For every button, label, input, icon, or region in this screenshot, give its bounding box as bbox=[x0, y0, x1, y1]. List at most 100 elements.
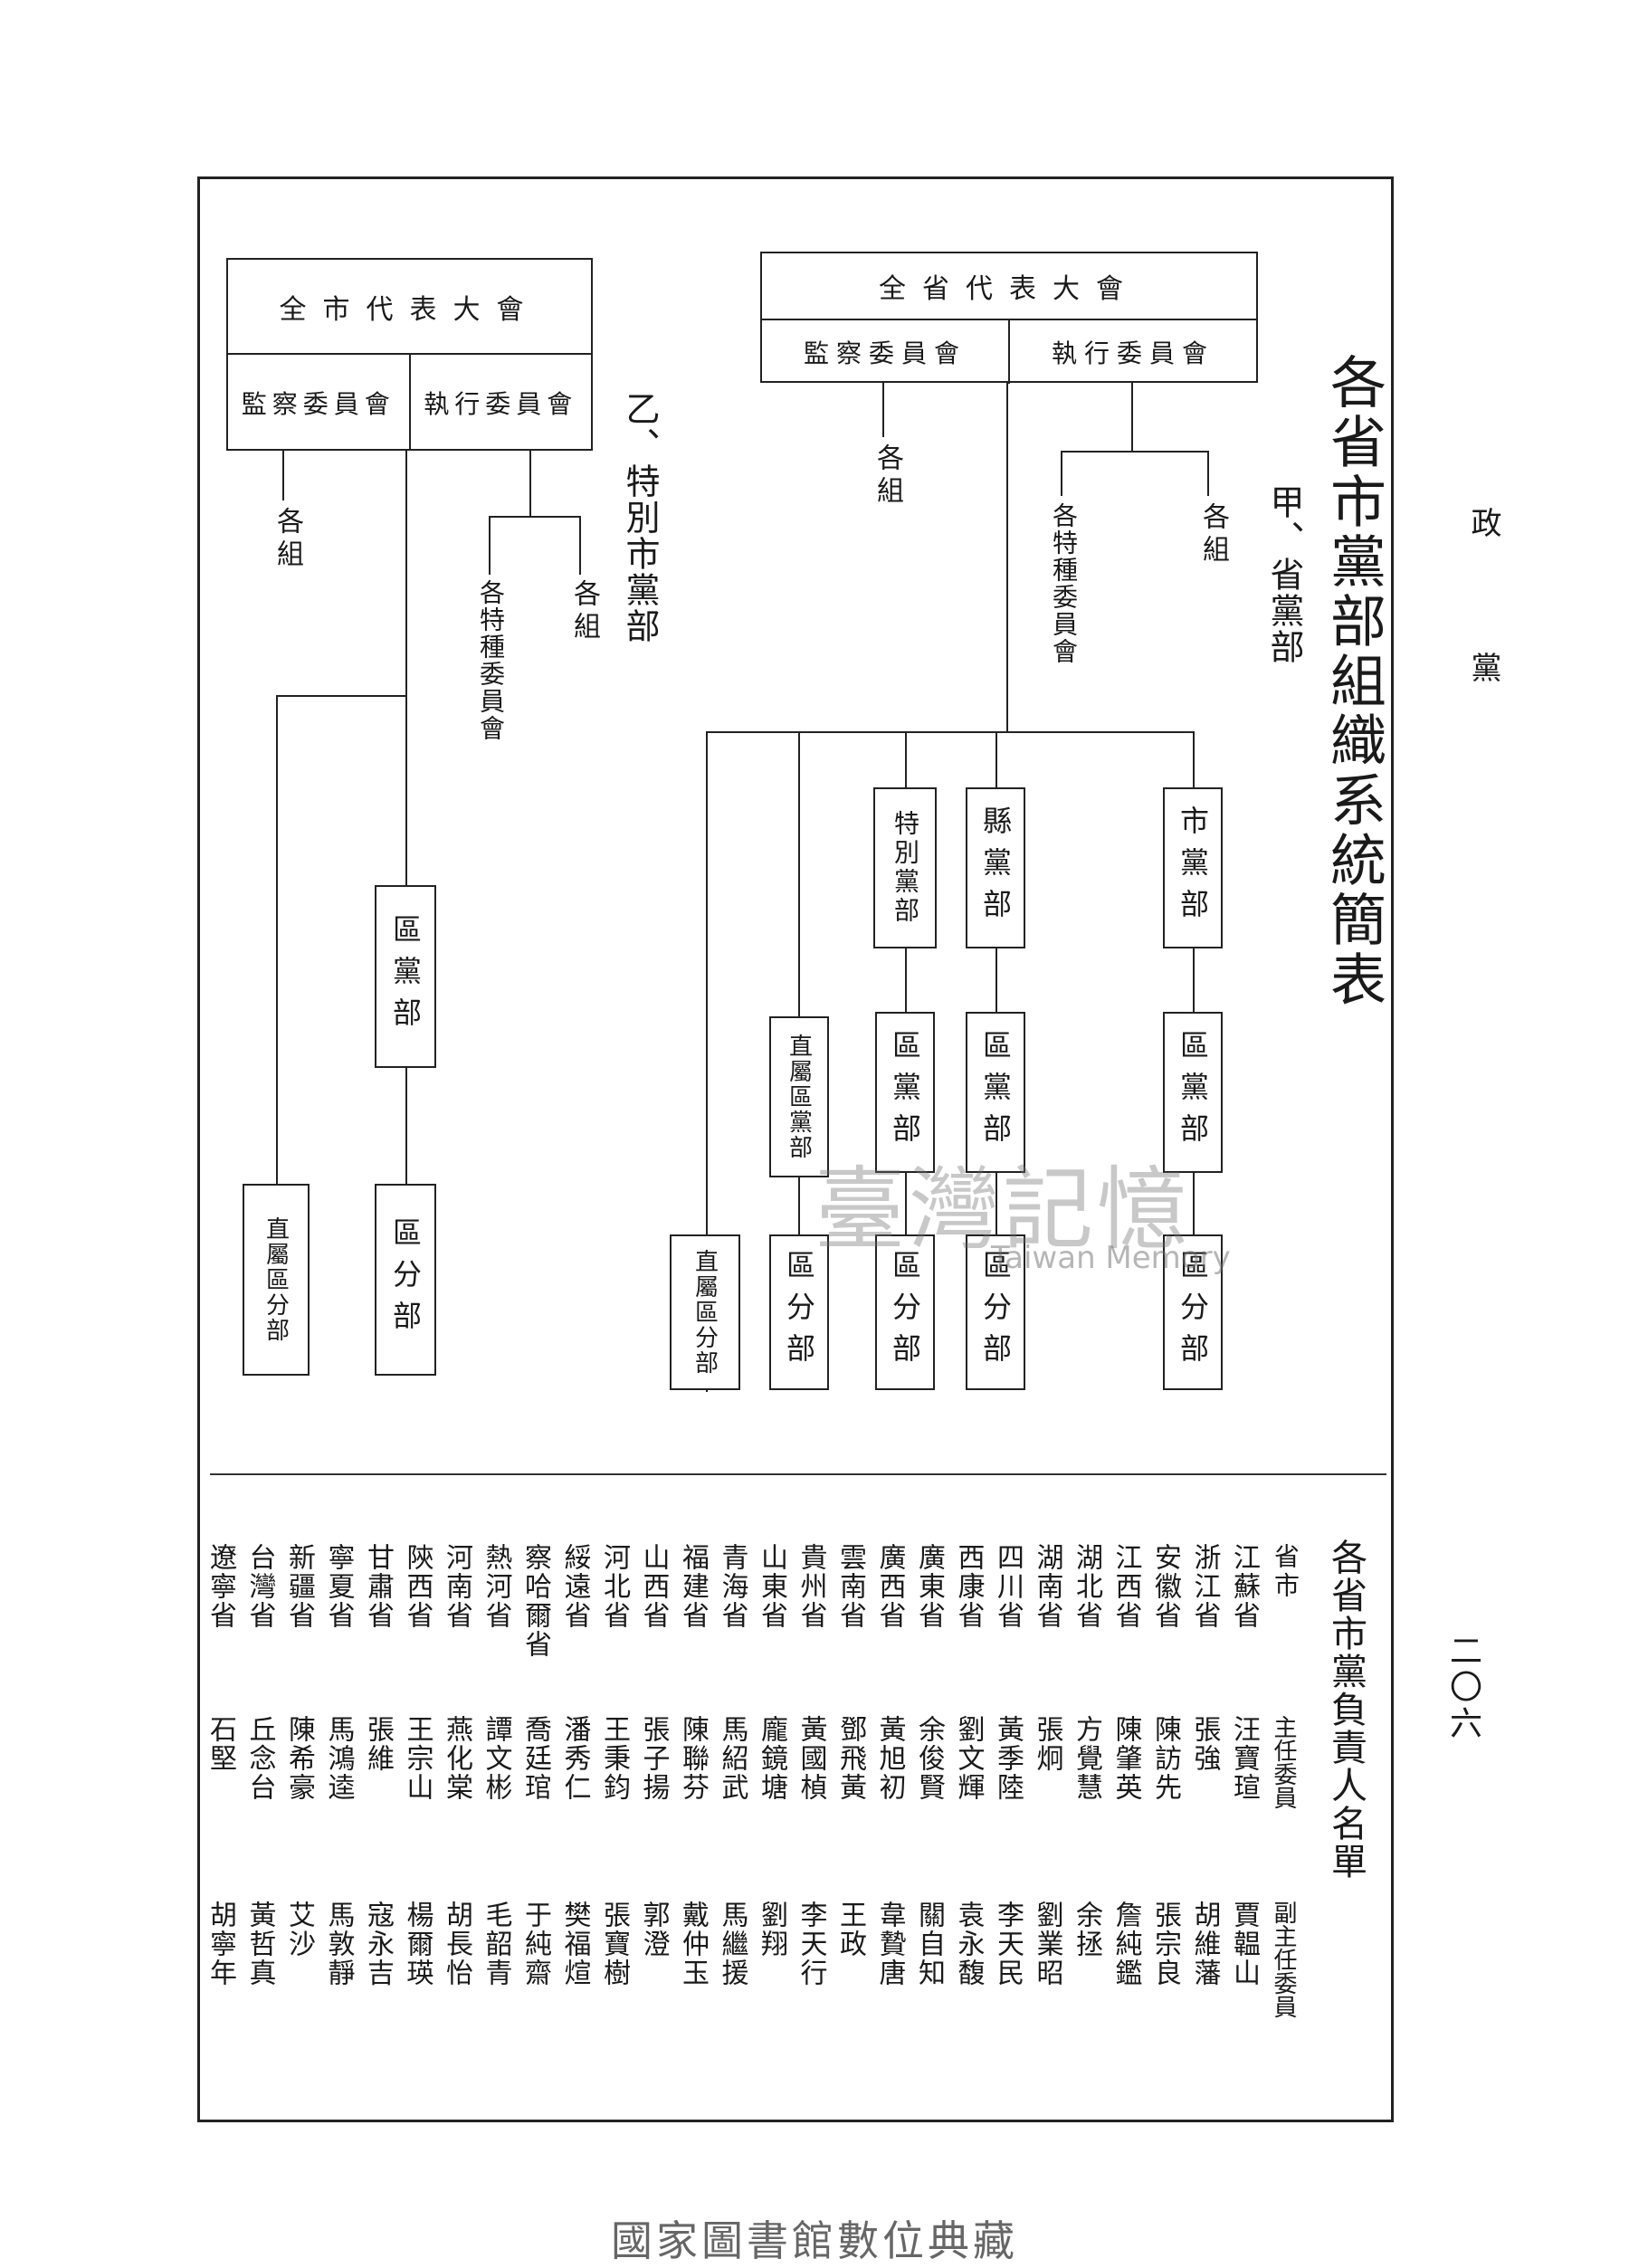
roster-region: 察哈爾省 bbox=[519, 1543, 551, 1659]
roster-vice: 寇永吉 bbox=[362, 1901, 394, 1987]
roster-vice: 馬敦靜 bbox=[322, 1901, 355, 1987]
roster-region: 貴州省 bbox=[795, 1543, 827, 1630]
roster-region: 台灣省 bbox=[243, 1543, 276, 1630]
section-a-title: 甲、省黨部 bbox=[1264, 484, 1304, 665]
roster-vice: 馬繼援 bbox=[716, 1901, 748, 1987]
roster-region: 新疆省 bbox=[283, 1543, 315, 1630]
roster-vice: 劉業昭 bbox=[1031, 1901, 1063, 1987]
province-congress: 全省代表大會 bbox=[762, 253, 1256, 320]
roster-region: 寧夏省 bbox=[322, 1543, 355, 1630]
roster-vice: 胡維藩 bbox=[1188, 1901, 1221, 1987]
roster-chair: 陳肇英 bbox=[1110, 1715, 1142, 1802]
city-district-box: 區黨部 bbox=[1163, 1012, 1223, 1173]
roster-chair: 王秉鈞 bbox=[598, 1715, 630, 1802]
roster-chair: 劉文輝 bbox=[952, 1715, 985, 1802]
roster-vice: 詹純鑑 bbox=[1110, 1901, 1142, 1987]
roster-chair: 石堅 bbox=[205, 1715, 236, 1773]
city-b-sub-label: 區分部 bbox=[388, 1217, 423, 1342]
province-exec-groups: 各組 bbox=[1197, 502, 1229, 567]
page-number: 二〇六 bbox=[1444, 1634, 1481, 1742]
roster-vice: 胡寧年 bbox=[205, 1901, 236, 1987]
roster-region: 甘肅省 bbox=[362, 1543, 394, 1630]
province-supervisory-committee: 監察委員會 bbox=[762, 320, 1010, 384]
city-sub-box: 區分部 bbox=[1163, 1234, 1223, 1390]
footer-caption: 國家圖書館數位典藏 bbox=[611, 2216, 1018, 2265]
roster-chair: 喬廷琯 bbox=[519, 1715, 551, 1802]
direct-sub-box: 直屬區分部 bbox=[670, 1234, 740, 1390]
roster-region: 江蘇省 bbox=[1228, 1543, 1260, 1630]
special-sub-box: 區分部 bbox=[875, 1234, 935, 1390]
special-district-box: 區黨部 bbox=[875, 1012, 935, 1173]
roster-region: 綏遠省 bbox=[558, 1543, 591, 1630]
roster-chair: 陳訪先 bbox=[1149, 1715, 1181, 1802]
roster-region: 廣西省 bbox=[873, 1543, 906, 1630]
roster-vice: 余拯 bbox=[1071, 1901, 1102, 1958]
header-chair: 主任委員 bbox=[1270, 1715, 1297, 1809]
roster-title: 各省市黨負責人名單 bbox=[1325, 1539, 1367, 1881]
roster-chair: 丘念台 bbox=[243, 1715, 276, 1802]
roster-vice: 關自知 bbox=[913, 1901, 945, 1987]
direct-district-sub-box: 區分部 bbox=[769, 1234, 829, 1390]
county-party-label: 縣黨部 bbox=[978, 805, 1013, 930]
roster-vice: 張宗良 bbox=[1149, 1901, 1181, 1987]
roster-region: 福建省 bbox=[677, 1543, 709, 1630]
special-district-label: 區黨部 bbox=[888, 1030, 922, 1155]
roster-region: 湖北省 bbox=[1071, 1543, 1102, 1630]
county-party-box: 縣黨部 bbox=[966, 787, 1025, 948]
roster-region: 廣東省 bbox=[913, 1543, 945, 1630]
roster-chair: 陳聯芬 bbox=[677, 1715, 709, 1802]
county-district-box: 區黨部 bbox=[966, 1012, 1025, 1173]
roster-region: 雲南省 bbox=[834, 1543, 866, 1630]
roster-vice: 胡長怡 bbox=[441, 1901, 472, 1987]
margin-top-char: 政 bbox=[1465, 507, 1501, 538]
roster-chair: 龐鏡塘 bbox=[756, 1715, 787, 1802]
roster-chair: 燕化棠 bbox=[441, 1715, 472, 1802]
header-region: 省市 bbox=[1271, 1543, 1300, 1601]
city-b-direct-sub-box: 直屬區分部 bbox=[243, 1184, 310, 1376]
roster-chair: 汪寶瑄 bbox=[1228, 1715, 1260, 1802]
special-party-label: 特別黨部 bbox=[891, 810, 920, 926]
roster-chair: 方覺慧 bbox=[1071, 1715, 1102, 1802]
roster-chair: 王宗山 bbox=[401, 1715, 433, 1802]
roster-vice: 楊爾瑛 bbox=[401, 1901, 433, 1987]
direct-district-sub-label: 區分部 bbox=[782, 1250, 816, 1375]
city-exec-groups: 各組 bbox=[568, 579, 600, 644]
city-b-district-label: 區黨部 bbox=[388, 914, 423, 1039]
roster-region: 江西省 bbox=[1110, 1543, 1142, 1630]
city-special-committees: 各特種委員會 bbox=[476, 579, 506, 742]
city-congress-box: 全市代表大會 監察委員會 執行委員會 bbox=[226, 258, 593, 451]
roster-vice: 王政 bbox=[834, 1901, 866, 1958]
roster-chair: 黃國楨 bbox=[795, 1715, 827, 1802]
watermark-english: Taiwan Memory bbox=[991, 1240, 1231, 1276]
county-sub-box: 區分部 bbox=[966, 1234, 1025, 1390]
roster-chair: 潘秀仁 bbox=[558, 1715, 591, 1802]
province-sup-groups: 各組 bbox=[872, 443, 903, 509]
roster-vice: 于純齋 bbox=[519, 1901, 551, 1987]
roster-chair: 張子揚 bbox=[637, 1715, 670, 1802]
roster-vice: 李天行 bbox=[795, 1901, 827, 1987]
city-b-direct-sub-label: 直屬區分部 bbox=[262, 1216, 290, 1343]
city-party-box: 市黨部 bbox=[1163, 787, 1223, 948]
roster-vice: 郭澄 bbox=[637, 1901, 670, 1958]
roster-chair: 余俊賢 bbox=[913, 1715, 945, 1802]
watermark-text: 臺灣記憶 bbox=[814, 1157, 1191, 1263]
province-congress-box: 全省代表大會 監察委員會 執行委員會 bbox=[760, 252, 1258, 384]
roster-vice: 李天民 bbox=[992, 1901, 1024, 1987]
roster-region: 熱河省 bbox=[480, 1543, 512, 1630]
city-b-sub-box: 區分部 bbox=[375, 1184, 436, 1376]
special-party-box: 特別黨部 bbox=[873, 787, 937, 948]
roster-chair: 鄧飛黃 bbox=[834, 1715, 866, 1802]
section-divider bbox=[210, 1473, 1386, 1475]
roster-chair: 黃季陸 bbox=[992, 1715, 1024, 1802]
roster-chair: 譚文彬 bbox=[480, 1715, 512, 1802]
roster-chair: 陳希豪 bbox=[283, 1715, 315, 1802]
page-frame bbox=[197, 176, 1394, 2122]
section-b-title: 乙、特別市黨部 bbox=[620, 391, 660, 644]
roster-header-column: 省市 主任委員 副主任委員 bbox=[1267, 1543, 1309, 2041]
roster-vice: 劉翔 bbox=[756, 1901, 787, 1958]
roster-region: 陝西省 bbox=[401, 1543, 433, 1630]
city-exec-committee: 執行委員會 bbox=[424, 389, 578, 419]
roster-chair: 馬紹武 bbox=[716, 1715, 748, 1802]
city-party-label: 市黨部 bbox=[1176, 805, 1210, 930]
chart-title: 各省市黨部組織系統簡表 bbox=[1320, 353, 1386, 1010]
